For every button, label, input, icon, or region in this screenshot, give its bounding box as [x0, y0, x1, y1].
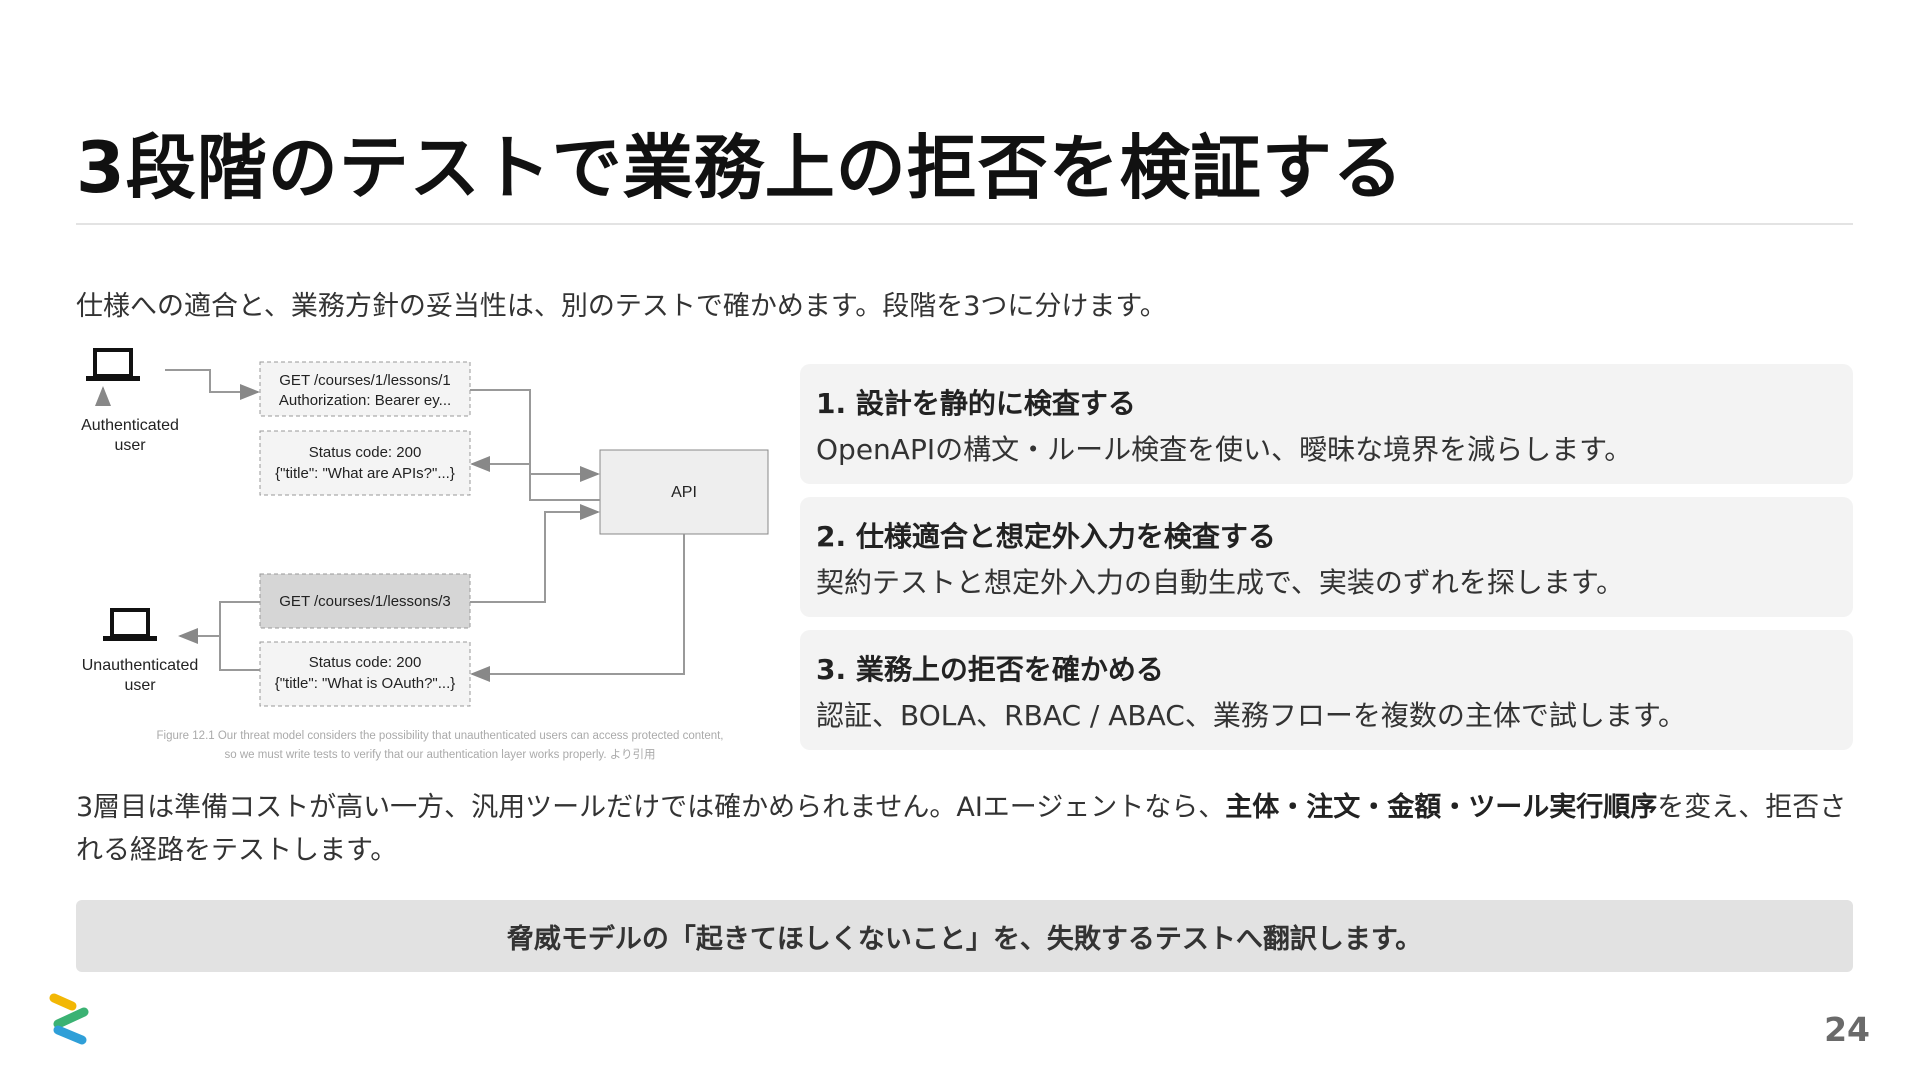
body-paragraph: 3層目は準備コストが高い一方、汎用ツールだけでは確かめられません。AIエージェン…: [76, 786, 1866, 872]
response-2-line-2: {"title": "What is OAuth?"...}: [275, 675, 456, 692]
step-title: 3. 業務上の拒否を確かめる: [816, 653, 1164, 686]
intro-text: 仕様への適合と、業務方針の妥当性は、別のテストで確かめます。段階を3つに分けます…: [76, 291, 1167, 322]
request-1-line-1: GET /courses/1/lessons/1: [279, 372, 450, 389]
request-1-line-2: Authorization: Bearer ey...: [279, 392, 451, 409]
api-box: [599, 449, 769, 535]
steps-list: 1. 設計を静的に検査する OpenAPIの構文・ルール検査を使い、曖昧な境界を…: [800, 364, 1853, 763]
response-1-box: [259, 430, 471, 496]
auth-request-arrow: [165, 369, 260, 400]
step-title: 1. 設計を静的に検査する: [816, 387, 1136, 420]
body-text-bold: 主体・注文・金額・ツール実行順序: [1225, 792, 1658, 823]
step-description: OpenAPIの構文・ルール検査を使い、曖昧な境界を減らします。: [816, 433, 1633, 466]
step-description: 認証、BOLA、RBAC / ABAC、業務フローを複数の主体で試します。: [816, 699, 1687, 732]
api-label: API: [671, 484, 697, 501]
step-card-3: 3. 業務上の拒否を確かめる 認証、BOLA、RBAC / ABAC、業務フロー…: [800, 630, 1853, 750]
step-card-2: 2. 仕様適合と想定外入力を検査する 契約テストと想定外入力の自動生成で、実装の…: [800, 497, 1853, 617]
unauth-user-label-2: user: [124, 677, 156, 694]
request-1-to-api-arrow: [470, 389, 600, 482]
response-2-line-1: Status code: 200: [309, 654, 422, 671]
request-1-box: [259, 361, 471, 417]
slide-title: 3段階のテストで業務上の拒否を検証する: [76, 127, 1404, 209]
authenticated-laptop-icon: [86, 348, 140, 381]
unauthenticated-laptop-icon: [103, 608, 157, 641]
request-2-to-api-arrow: [470, 504, 600, 603]
response-2-box: [259, 641, 471, 707]
request-2-box: [259, 573, 471, 629]
unauth-user-label-1: Unauthenticated: [82, 657, 199, 674]
page-number: 24: [1824, 1010, 1870, 1049]
summary-banner: 脅威モデルの「起きてほしくないこと」を、失敗するテストへ翻訳します。: [76, 900, 1853, 972]
body-text-part-2: を変え、拒否される経路をテストします。: [76, 792, 1847, 866]
request-2-line-1: GET /courses/1/lessons/3: [279, 593, 450, 610]
figure-caption-line-1: Figure 12.1 Our threat model considers t…: [156, 730, 723, 742]
api-to-response-1-arrow: [470, 456, 600, 501]
auth-user-label-1: Authenticated: [81, 417, 179, 434]
brand-logo-icon: [49, 993, 89, 1045]
figure-caption-line-2: so we must write tests to verify that ou…: [225, 747, 656, 761]
api-to-response-2-arrow: [470, 534, 685, 682]
response-1-line-2: {"title": "What are APIs?"...}: [275, 465, 455, 482]
unauth-connector: [219, 601, 260, 671]
threat-model-diagram: Authenticated user GET /courses/1/lesson…: [81, 348, 769, 761]
body-text-part-1: 3層目は準備コストが高い一方、汎用ツールだけでは確かめられません。AIエージェン…: [76, 792, 1226, 823]
response-1-line-1: Status code: 200: [309, 444, 422, 461]
title-divider: [76, 223, 1853, 225]
step-title: 2. 仕様適合と想定外入力を検査する: [816, 520, 1276, 553]
step-description: 契約テストと想定外入力の自動生成で、実装のずれを探します。: [816, 566, 1625, 599]
auth-user-label-2: user: [114, 437, 146, 454]
step-card-1: 1. 設計を静的に検査する OpenAPIの構文・ルール検査を使い、曖昧な境界を…: [800, 364, 1853, 484]
